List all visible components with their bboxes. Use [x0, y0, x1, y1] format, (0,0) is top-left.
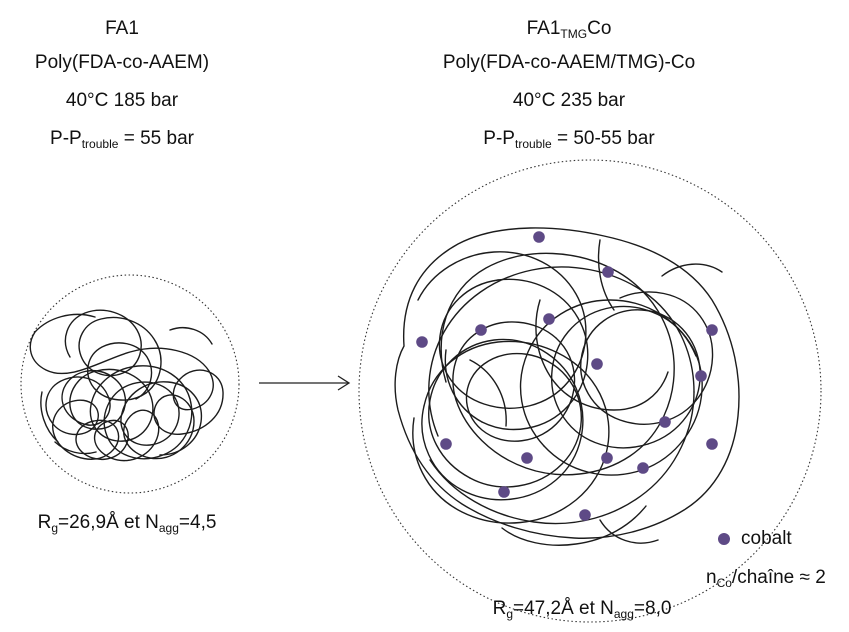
cobalt-dot [521, 452, 533, 464]
right-radius-aggregation: Rg=47,2Å et Nagg=8,0 [493, 598, 672, 620]
left-radius-aggregation: Rg=26,9Å et Nagg=4,5 [38, 512, 217, 534]
right-rg-prefix: R [492, 598, 507, 619]
cobalt-dot [659, 416, 671, 428]
cobalt-dot [637, 462, 649, 474]
right-pressure-prefix: P-P [483, 128, 515, 149]
left-nagg-value: =4,5 [178, 512, 217, 533]
reaction-arrow [259, 375, 351, 391]
right-polymer-name: Poly(FDA-co-AAEM/TMG)-Co [442, 52, 696, 73]
cobalt-dot [579, 509, 591, 521]
cobalt-dot [543, 313, 555, 325]
cobalt-dot [498, 486, 510, 498]
right-name-main: FA1 [526, 18, 561, 39]
left-pressure-difference: P-Ptrouble = 55 bar [50, 128, 194, 150]
left-aggregate-boundary [20, 274, 240, 494]
right-conditions: 40°C 235 bar [512, 90, 626, 111]
cobalt-dot [416, 336, 428, 348]
left-rg-value: =26,9Å et N [58, 512, 159, 533]
left-polymer-coil [29, 309, 224, 462]
right-nagg-value: =8,0 [633, 598, 672, 619]
ratio-sub: Co [716, 576, 732, 590]
right-aggregate-boundary [358, 159, 822, 623]
cobalt-dot [475, 324, 487, 336]
right-pressure-sub: trouble [514, 137, 552, 151]
cobalt-dot [533, 231, 545, 243]
cobalt-dot [706, 324, 718, 336]
cobalt-centers [416, 231, 718, 521]
right-polymer-coil [394, 227, 740, 546]
right-rg-value: =47,2Å et N [513, 598, 614, 619]
cobalt-dot [440, 438, 452, 450]
left-polymer-name: Poly(FDA-co-AAEM) [34, 52, 210, 73]
right-pressure-difference: P-Ptrouble = 50-55 bar [483, 128, 654, 150]
cobalt-legend-dot [718, 533, 730, 545]
left-rg-prefix: R [37, 512, 52, 533]
cobalt-dot [602, 266, 614, 278]
left-rg-sub: g [51, 521, 58, 535]
ratio-value: /chaîne ≈ 2 [731, 567, 826, 588]
left-pressure-sub: trouble [81, 137, 119, 151]
left-pressure-prefix: P-P [50, 128, 82, 149]
right-name-sub: TMG [560, 27, 588, 41]
right-nagg-sub: agg [613, 607, 634, 621]
left-conditions: 40°C 185 bar [65, 90, 179, 111]
cobalt-per-chain-ratio: nCo/chaîne ≈ 2 [706, 567, 826, 589]
right-pressure-value: = 50-55 bar [551, 128, 655, 149]
left-nagg-sub: agg [158, 521, 179, 535]
cobalt-legend-label: cobalt [741, 528, 792, 549]
cobalt-dot [591, 358, 603, 370]
right-rg-sub: g [506, 607, 513, 621]
left-sample-name: FA1 [105, 18, 139, 39]
left-pressure-value: = 55 bar [118, 128, 194, 149]
cobalt-dot [695, 370, 707, 382]
cobalt-dot [706, 438, 718, 450]
ratio-prefix: n [706, 567, 717, 588]
right-sample-name: FA1TMGCo [527, 18, 612, 40]
right-name-suffix: Co [587, 18, 612, 39]
cobalt-dot [601, 452, 613, 464]
